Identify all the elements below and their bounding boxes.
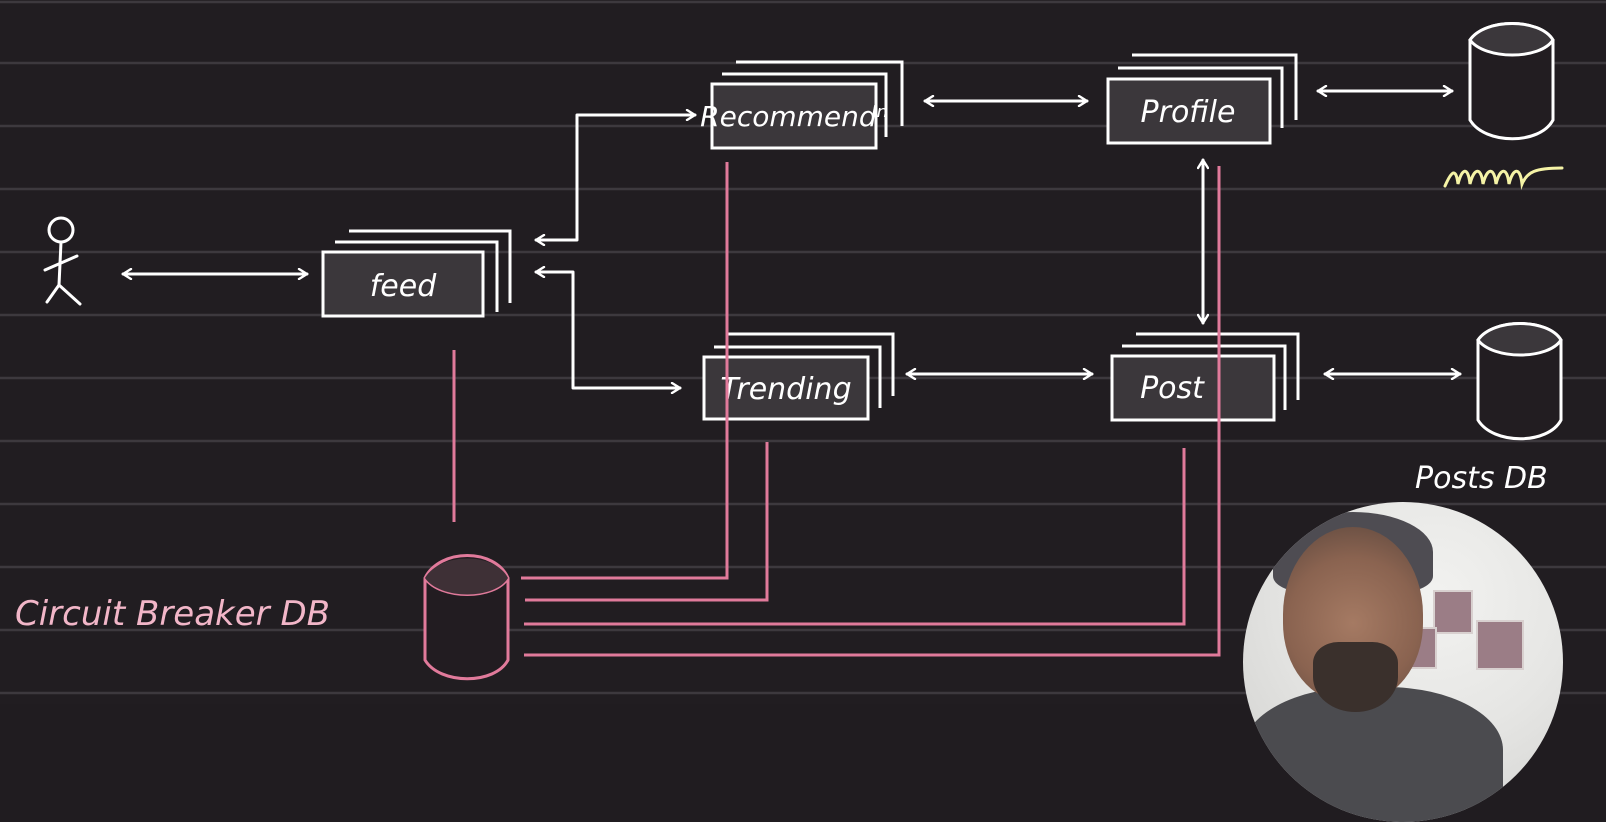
posts-db[interactable] [1476,322,1563,441]
posts-db-label: Posts DB [1415,461,1548,496]
presenter-webcam [1243,502,1563,822]
service-recommend-label: Recommendⁿ [700,100,888,133]
circuit-breaker-overlay [725,330,1221,422]
white-arrows [121,91,1462,388]
service-trending-label: Trending [720,372,851,407]
wall-picture [1476,620,1524,670]
trending-to-cb-link [525,442,769,602]
circuit-breaker-links [452,162,1221,657]
circuit-breaker-db-label: Circuit Breaker DB [15,594,330,634]
post-to-cb-link [524,448,1186,626]
profile-db[interactable] [1468,22,1555,141]
profile-db-scribble-label [1443,166,1564,190]
service-feed-label: feed [370,269,437,304]
profile-to-cb-link [524,166,1221,657]
service-recommend[interactable]: Recommendⁿ [700,60,904,150]
feed-recommend-arrow [534,115,697,240]
service-feed[interactable]: feed [321,229,512,318]
recommend-to-cb-link [521,162,729,580]
feed-trending-arrow [534,272,682,388]
service-profile-label: Profile [1141,95,1236,130]
service-trending[interactable]: Trending [702,332,895,421]
circuit-breaker-db[interactable] [423,554,510,681]
service-profile[interactable]: Profile [1106,53,1298,145]
service-post[interactable]: Post [1110,332,1300,422]
whiteboard-canvas: Circuit Breaker DB feed Recommendⁿ Tr [0,0,1606,695]
presenter-beard [1313,642,1398,712]
wall-picture [1433,590,1473,634]
service-post-label: Post [1140,371,1205,406]
user-stick-figure-icon [43,216,82,306]
